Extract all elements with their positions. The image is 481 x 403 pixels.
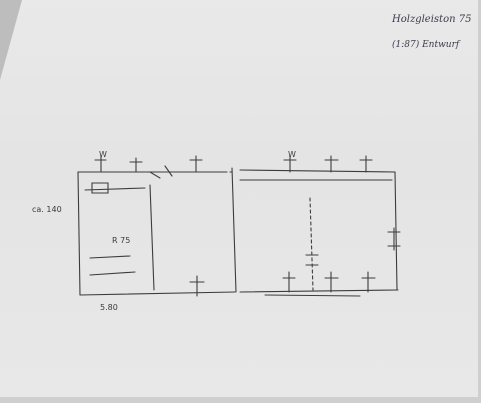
radius-label: R 75 (112, 236, 131, 245)
heading-note-line-2: (1:87) Entwurf (392, 40, 460, 50)
paper-corner-shadow (0, 0, 22, 80)
left-tick-1 (94, 155, 107, 173)
bottom-center-tick (189, 275, 205, 297)
right-track-top (239, 169, 396, 173)
left-tick-2 (129, 157, 143, 173)
left-small-box (91, 182, 109, 194)
left-track-top (77, 171, 161, 179)
right-tick-3 (359, 155, 373, 173)
right-tick-2 (324, 155, 339, 173)
left-dimension-label: ca. 140 (32, 205, 62, 214)
switch-label-right: W (288, 150, 296, 159)
bottom-dimension-label: 5.80 (100, 303, 118, 312)
right-center-post (309, 197, 314, 291)
right-siding-1 (264, 294, 361, 297)
left-track-outer (77, 171, 81, 296)
right-tick-6 (361, 271, 376, 293)
left-track-bottom (79, 291, 236, 296)
right-tick-4 (282, 271, 296, 293)
left-tick-3 (189, 155, 203, 173)
right-post-mark (305, 254, 319, 266)
right-track-bottom (239, 289, 399, 293)
center-vertical (231, 167, 237, 293)
right-tick-5 (324, 271, 339, 293)
left-switch-mark (164, 165, 173, 177)
left-siding-1 (84, 187, 146, 191)
right-tick-1 (283, 155, 297, 173)
left-inner-vertical (149, 184, 155, 291)
right-signal (387, 227, 401, 251)
right-outer-vertical (394, 171, 398, 291)
heading-note-line-1: Holzgleiston 75 (392, 14, 472, 25)
photo-edge-right (478, 0, 481, 403)
photo-edge-bottom (0, 397, 481, 403)
left-siding-3 (89, 271, 136, 276)
left-siding-2 (89, 255, 131, 259)
switch-label-left: W (99, 150, 107, 159)
